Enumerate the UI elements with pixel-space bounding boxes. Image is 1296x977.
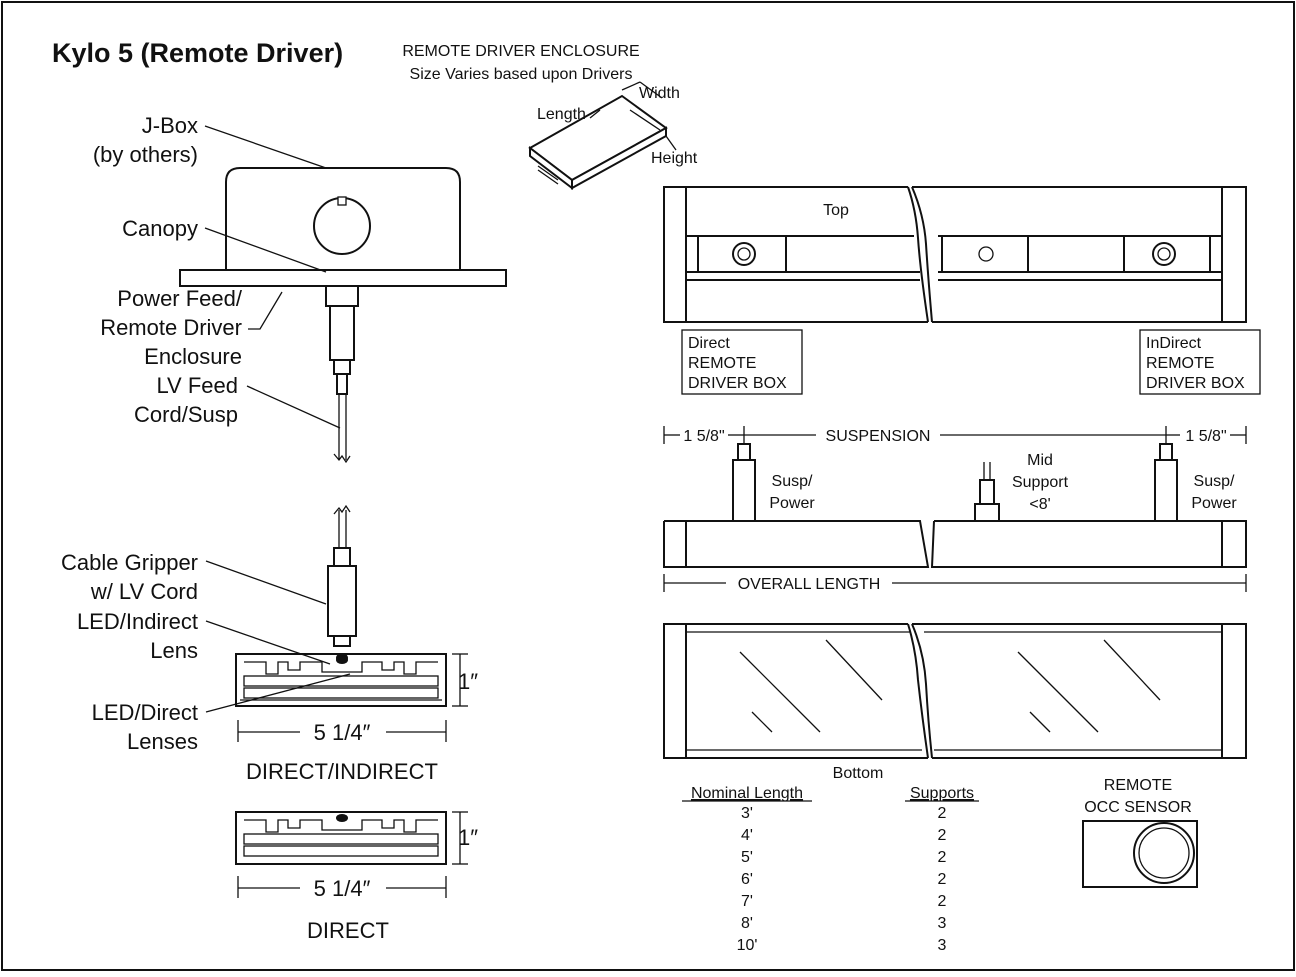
mid-support-line-3: <8' [1029,496,1050,513]
occ-sensor [1082,820,1198,888]
enclosure-isometric-box [528,81,677,191]
d-width-dim: 5 1/4″ [314,876,371,901]
cable-gripper-assembly [327,504,357,663]
left-offset-dim: 1 5/8" [683,428,724,445]
enclosure-heading: REMOTE DRIVER ENCLOSURE [402,43,639,60]
susp-right-line-1: Susp/ [1194,473,1235,490]
direct-box-line-3: DRIVER BOX [688,375,787,392]
section-direct [235,811,447,865]
indirect-driver-box [1139,329,1261,395]
bottom-view [663,623,1247,759]
section-direct-indirect [235,653,447,707]
callout-power-2: Remote Driver [100,315,242,340]
callout-indirect-2: Lens [150,638,198,663]
table-header-length: Nominal Length [691,785,803,802]
table-cell-supports: 2 [938,805,947,822]
canopy-assembly [179,167,507,464]
table-cell-length: 4' [741,827,753,844]
enclosure-subheading: Size Varies based upon Drivers [410,66,633,83]
table-cell-length: 8' [741,915,753,932]
di-height-dim: 1″ [458,669,478,694]
indirect-box-line-2: REMOTE [1146,355,1214,372]
side-view [663,443,1247,568]
callout-power-3: Enclosure [144,344,242,369]
overall-length-label: OVERALL LENGTH [738,576,881,593]
page-title: Kylo 5 (Remote Driver) [52,38,343,68]
sensor-label-1: REMOTE [1104,777,1172,794]
table-cell-length: 6' [741,871,753,888]
d-section-label: DIRECT [307,918,389,943]
enclosure-height-label: Height [651,150,698,167]
susp-left-line-2: Power [769,495,815,512]
susp-right-line-2: Power [1191,495,1237,512]
callout-jbox-1: J-Box [142,113,198,138]
direct-driver-box [681,329,803,395]
indirect-box-line-1: InDirect [1146,335,1202,352]
power-feed-leader [248,291,283,330]
supports-table: Nominal Length Supports 3' 2 4' 2 5' 2 6' 2 7' 2 8… [682,785,979,954]
gripper-leader [205,560,327,605]
callout-direct-1: LED/Direct [92,700,198,725]
mid-support-line-1: Mid [1027,452,1053,469]
mid-support-line-2: Support [1012,474,1069,491]
callout-lv-2: Cord/Susp [134,402,238,427]
d-height-dim: 1″ [458,825,478,850]
direct-box-line-1: Direct [688,335,730,352]
susp-left-line-1: Susp/ [772,473,813,490]
direct-lens-leader [205,673,351,713]
overall-length-dim [663,574,1247,592]
lv-feed-leader [246,385,341,429]
callout-jbox-2: (by others) [93,142,198,167]
top-view-label: Top [823,202,849,219]
callout-canopy: Canopy [122,216,198,241]
table-cell-length: 5' [741,849,753,866]
di-section-label: DIRECT/INDIRECT [246,759,438,784]
table-cell-supports: 2 [938,827,947,844]
direct-box-line-2: REMOTE [688,355,756,372]
callout-lv-1: LV Feed [156,373,238,398]
callout-indirect-1: LED/Indirect [77,609,198,634]
table-cell-supports: 2 [938,849,947,866]
table-cell-length: 3' [741,805,753,822]
suspension-dim: SUSPENSION [826,428,931,445]
bottom-view-label: Bottom [833,765,884,782]
table-header-supports: Supports [910,785,974,802]
enclosure-width-label: Width [639,85,680,102]
indirect-box-line-3: DRIVER BOX [1146,375,1245,392]
table-cell-length: 10' [737,937,758,954]
top-view [663,186,1247,323]
right-offset-dim: 1 5/8" [1185,428,1226,445]
table-cell-supports: 2 [938,871,947,888]
callout-gripper-1: Cable Gripper [61,550,198,575]
table-cell-length: 7' [741,893,753,910]
table-cell-supports: 2 [938,893,947,910]
enclosure-length-label: Length [537,106,586,123]
di-width-dim: 5 1/4″ [314,720,371,745]
table-cell-supports: 3 [938,937,947,954]
callout-gripper-2: w/ LV Cord [90,579,198,604]
callout-power-1: Power Feed/ [117,286,243,311]
jbox-leader [204,125,327,169]
callout-direct-2: Lenses [127,729,198,754]
indirect-lens-leader [205,620,331,665]
side-view-dimensions [663,426,1247,444]
table-cell-supports: 3 [938,915,947,932]
sensor-label-2: OCC SENSOR [1084,799,1192,816]
canopy-leader [204,227,327,273]
